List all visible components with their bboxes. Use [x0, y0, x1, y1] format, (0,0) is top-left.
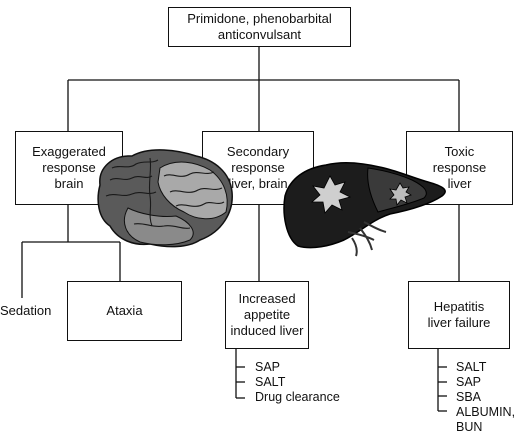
- increased-appetite-box: Increased appetite induced liver: [225, 281, 309, 349]
- list-item: SALT: [456, 360, 487, 374]
- list-item: ALBUMIN,: [456, 405, 516, 419]
- exaggerated-response-label: Exaggerated response brain: [32, 144, 106, 191]
- toxic-response-label: Toxic response liver: [432, 144, 487, 191]
- ataxia-box: Ataxia: [67, 281, 182, 341]
- list-item: SAP: [255, 360, 281, 374]
- exaggerated-response-box: Exaggerated response brain: [15, 131, 123, 205]
- secondary-response-box: Secondary response liver, brain: [202, 131, 314, 205]
- hepatitis-label: Hepatitis liver failure: [427, 299, 491, 330]
- list-item: SALT: [255, 375, 286, 389]
- list-item: SBA: [456, 390, 482, 404]
- secondary-response-label: Secondary response liver, brain: [226, 144, 290, 191]
- hepatitis-box: Hepatitis liver failure: [408, 281, 510, 349]
- toxic-response-box: Toxic response liver: [406, 131, 513, 205]
- increased-appetite-label: Increased appetite induced liver: [230, 291, 304, 338]
- root-drug-label: Primidone, phenobarbital anticonvulsant: [187, 11, 332, 42]
- root-drug-box: Primidone, phenobarbital anticonvulsant: [168, 7, 351, 47]
- sedation-label: Sedation: [0, 303, 52, 318]
- toxic-lab-list: SALT SAP SBA ALBUMIN, BUN: [456, 360, 515, 435]
- list-item: Drug clearance: [255, 390, 340, 404]
- ataxia-label: Ataxia: [106, 303, 143, 318]
- list-item: SAP: [456, 375, 482, 389]
- secondary-lab-list: SAP SALT Drug clearance: [255, 360, 340, 405]
- list-item: BUN: [456, 420, 483, 434]
